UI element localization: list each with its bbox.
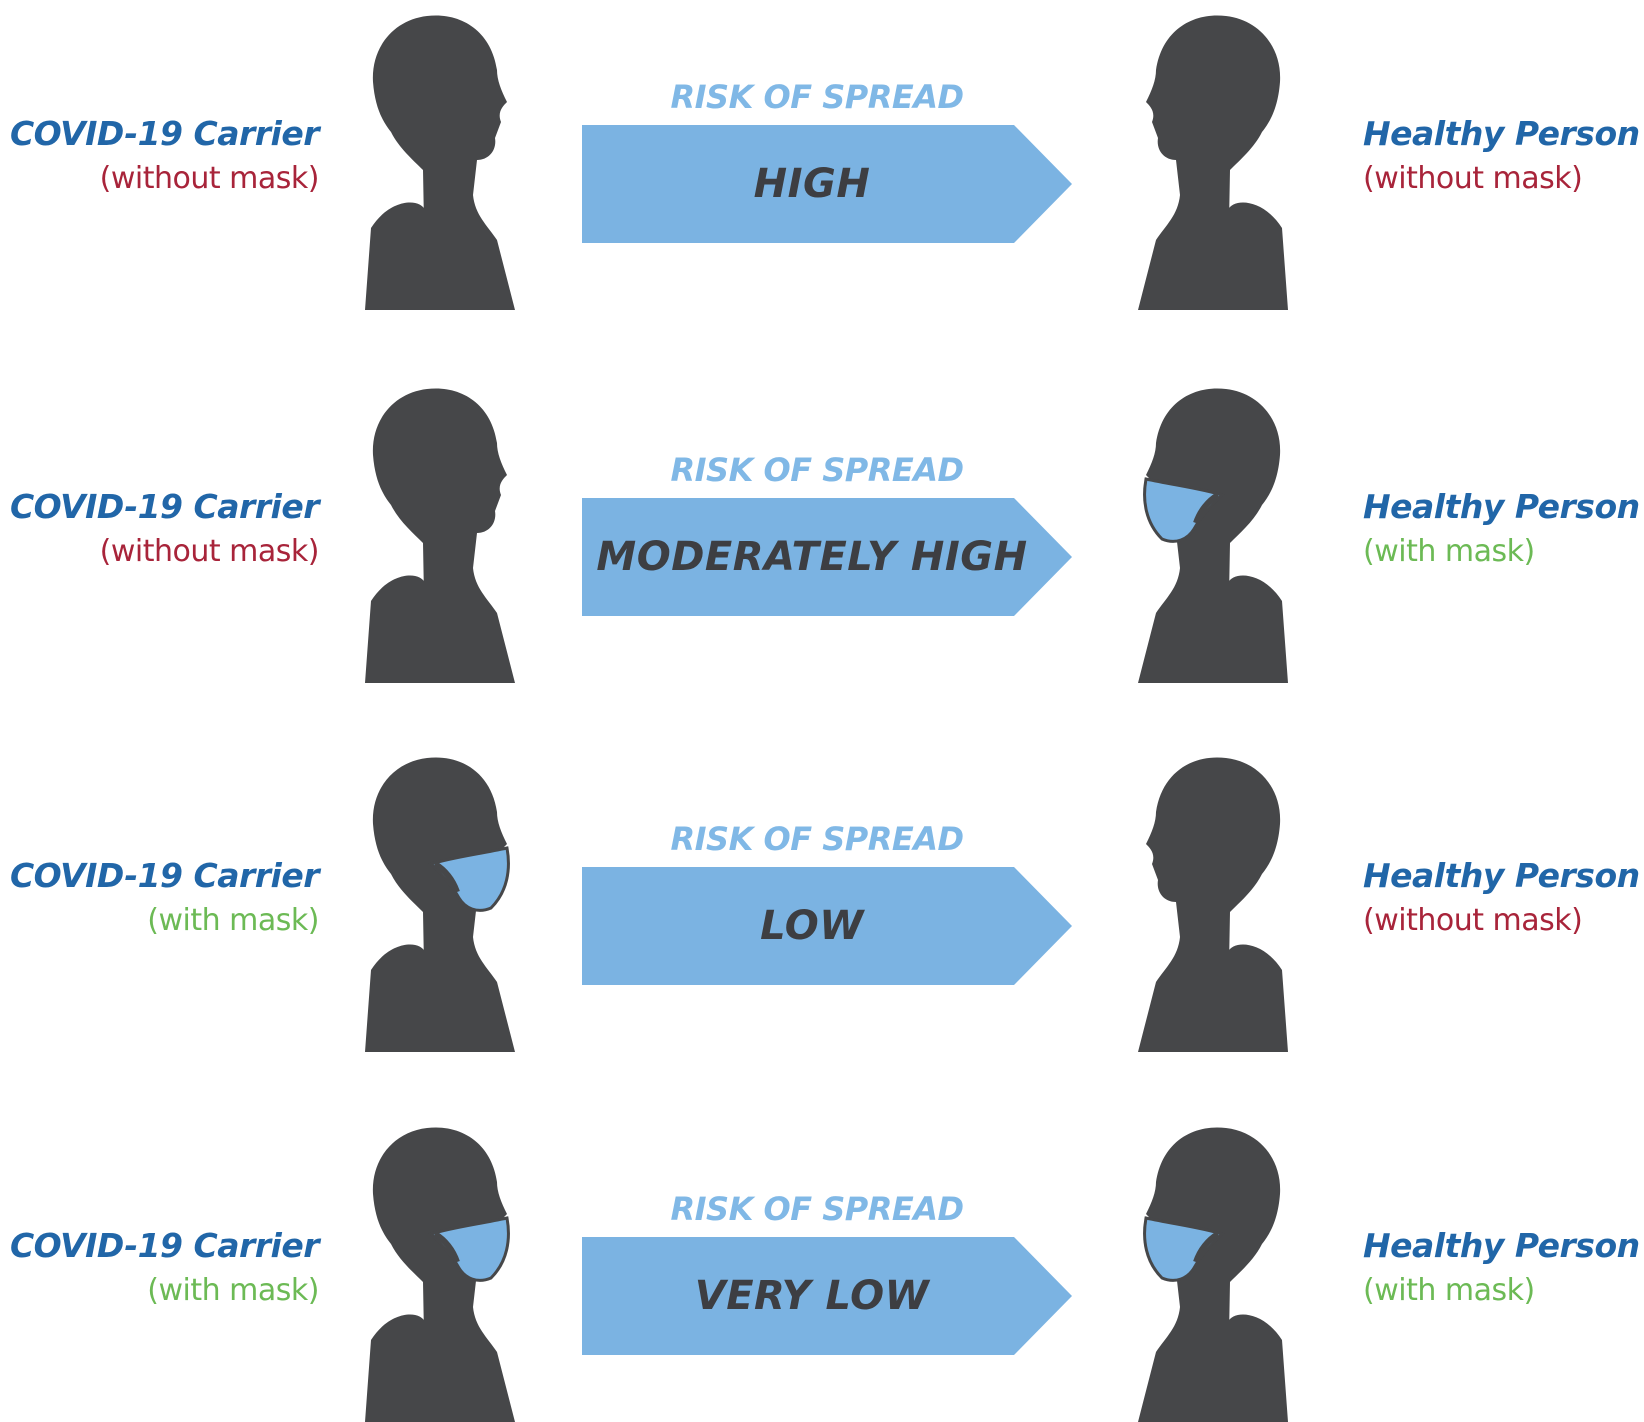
- healthy-silhouette-icon: [1118, 10, 1288, 310]
- healthy-silhouette-icon: [1118, 752, 1288, 1052]
- arrow-shape: [582, 867, 1072, 985]
- healthy-label: Healthy Person (with mask): [1363, 485, 1640, 575]
- carrier-mask-status: (without mask): [99, 534, 320, 569]
- risk-level: VERY LOW: [694, 1273, 930, 1319]
- risk-level: MODERATELY HIGH: [596, 534, 1028, 580]
- carrier-label: COVID-19 Carrier (with mask): [9, 1224, 320, 1314]
- healthy-label: Healthy Person (with mask): [1363, 1224, 1640, 1314]
- healthy-title: Healthy Person: [1363, 1226, 1640, 1265]
- risk-level: LOW: [760, 903, 864, 949]
- risk-caption: RISK OF SPREAD: [670, 820, 964, 858]
- arrow-shape: [582, 498, 1072, 616]
- risk-caption: RISK OF SPREAD: [670, 1190, 964, 1228]
- carrier-silhouette-icon: [365, 752, 535, 1052]
- carrier-title: COVID-19 Carrier: [9, 114, 320, 153]
- healthy-silhouette-icon: [1118, 383, 1288, 683]
- arrow-shape: [582, 1237, 1072, 1355]
- healthy-title: Healthy Person: [1363, 114, 1640, 153]
- carrier-label: COVID-19 Carrier (without mask): [9, 485, 320, 575]
- carrier-mask-status: (without mask): [99, 161, 320, 196]
- carrier-silhouette-icon: [365, 1122, 535, 1422]
- scenario-row: COVID-19 Carrier (without mask) RISK OF …: [0, 383, 1644, 683]
- carrier-mask-status: (with mask): [147, 1273, 319, 1308]
- healthy-label: Healthy Person (without mask): [1363, 112, 1640, 202]
- carrier-title: COVID-19 Carrier: [9, 856, 320, 895]
- carrier-label: COVID-19 Carrier (without mask): [9, 112, 320, 202]
- healthy-mask-status: (with mask): [1363, 1273, 1535, 1308]
- risk-arrow: LOW: [582, 867, 1072, 985]
- carrier-title: COVID-19 Carrier: [9, 487, 320, 526]
- healthy-mask-status: (without mask): [1363, 161, 1583, 196]
- scenario-row: COVID-19 Carrier (with mask) RISK OF SPR…: [0, 752, 1644, 1052]
- healthy-title: Healthy Person: [1363, 856, 1640, 895]
- carrier-label: COVID-19 Carrier (with mask): [9, 854, 320, 944]
- scenario-row: COVID-19 Carrier (without mask) RISK OF …: [0, 10, 1644, 310]
- risk-arrow: VERY LOW: [582, 1237, 1072, 1355]
- healthy-title: Healthy Person: [1363, 487, 1640, 526]
- healthy-mask-status: (without mask): [1363, 903, 1583, 938]
- carrier-mask-status: (with mask): [147, 903, 319, 938]
- arrow-shape: [582, 125, 1072, 243]
- risk-arrow: MODERATELY HIGH: [582, 498, 1072, 616]
- risk-arrow: HIGH: [582, 125, 1072, 243]
- carrier-title: COVID-19 Carrier: [9, 1226, 320, 1265]
- healthy-mask-status: (with mask): [1363, 534, 1535, 569]
- risk-caption: RISK OF SPREAD: [670, 78, 964, 116]
- carrier-silhouette-icon: [365, 383, 535, 683]
- healthy-label: Healthy Person (without mask): [1363, 854, 1640, 944]
- risk-level: HIGH: [753, 161, 871, 207]
- healthy-silhouette-icon: [1118, 1122, 1288, 1422]
- carrier-silhouette-icon: [365, 10, 535, 310]
- scenario-row: COVID-19 Carrier (with mask) RISK OF SPR…: [0, 1122, 1644, 1422]
- risk-caption: RISK OF SPREAD: [670, 451, 964, 489]
